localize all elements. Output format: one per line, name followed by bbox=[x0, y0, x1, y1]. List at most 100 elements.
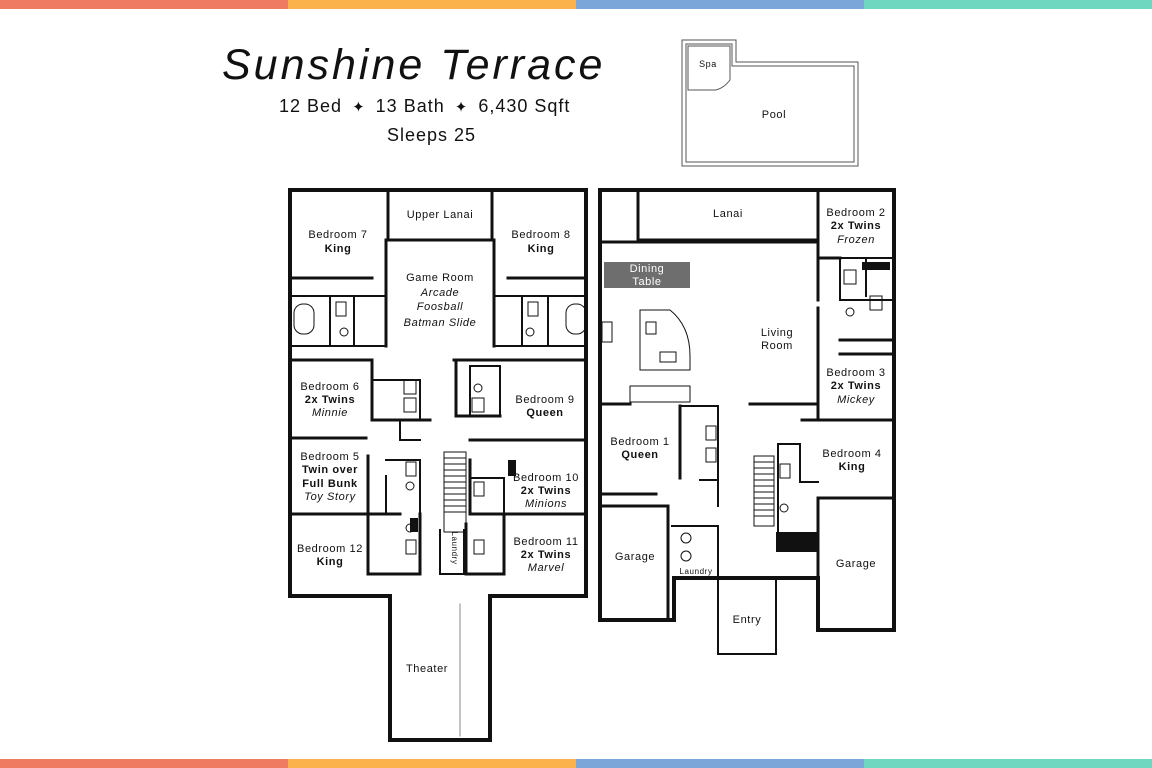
bedroom5-wall bbox=[288, 454, 402, 516]
sleeps-count: Sleeps 25 bbox=[387, 125, 477, 145]
main-floor-walls bbox=[598, 188, 896, 655]
entry-wall bbox=[717, 579, 777, 655]
bedroom6-name: Bedroom 6 bbox=[300, 381, 359, 393]
bedroom7-wall bbox=[288, 238, 388, 348]
toilet-icon bbox=[845, 307, 855, 317]
bedroom5-theme: Toy Story bbox=[304, 491, 356, 503]
cooktop-icon bbox=[659, 351, 677, 363]
bedroom6-bed: 2x Twins bbox=[305, 394, 355, 406]
sink-icon bbox=[405, 539, 417, 555]
pool-outline-outer bbox=[681, 39, 859, 167]
bathtub-icon bbox=[565, 303, 587, 335]
bedroom11-theme: Marvel bbox=[528, 562, 565, 574]
bedroom5-bed: Twin over bbox=[302, 464, 358, 476]
bedroom9-bath-wall bbox=[469, 365, 501, 417]
bedroom3-theme: Mickey bbox=[837, 394, 876, 406]
bedroom8-bed: King bbox=[528, 243, 555, 255]
bedroom10-bath-wall bbox=[469, 477, 505, 515]
upper-bath-left-wall bbox=[289, 295, 387, 347]
bedroom1-bed: Queen bbox=[621, 449, 658, 461]
bedroom9-name: Bedroom 9 bbox=[515, 394, 574, 406]
bedroom10-bed: 2x Twins bbox=[521, 485, 571, 497]
garage-right-label: Garage bbox=[836, 558, 876, 570]
bedroom2-theme: Frozen bbox=[837, 234, 875, 246]
living-room-label: Living bbox=[761, 327, 793, 339]
upper-stairs bbox=[443, 451, 467, 533]
sink-icon bbox=[843, 269, 857, 285]
band-orange bbox=[288, 0, 576, 9]
lanai-wall bbox=[598, 188, 820, 244]
stair-treads bbox=[753, 461, 775, 517]
garage-left-wall bbox=[598, 504, 670, 622]
bath-count: 13 Bath bbox=[375, 96, 445, 116]
living-room-label: Room bbox=[761, 340, 793, 352]
bedroom12-wall bbox=[366, 512, 422, 576]
property-title: Sunshine Terrace bbox=[222, 41, 606, 89]
square-footage: 6,430 Sqft bbox=[478, 96, 571, 116]
band-coral bbox=[0, 0, 288, 9]
sink-icon bbox=[403, 397, 417, 413]
dining-table-label: Dining bbox=[630, 263, 665, 275]
laundry-upper-wall bbox=[439, 529, 465, 575]
closet-block bbox=[776, 532, 818, 552]
bathtub-icon bbox=[293, 303, 315, 335]
game-room-feature: Foosball bbox=[417, 301, 463, 313]
stair-outline bbox=[753, 455, 775, 527]
upper-laundry-label: Laundry bbox=[450, 531, 459, 564]
game-room-feature: Batman Slide bbox=[404, 317, 477, 329]
upper-lanai-wall bbox=[386, 188, 494, 242]
stair-outline bbox=[443, 451, 467, 533]
main-laundry-label: Laundry bbox=[679, 567, 712, 576]
band-blue bbox=[576, 759, 864, 768]
sink-icon bbox=[473, 539, 485, 555]
toilet-icon bbox=[405, 481, 415, 491]
band-orange bbox=[288, 759, 576, 768]
bedroom8-name: Bedroom 8 bbox=[511, 229, 570, 241]
kitchen-counter bbox=[629, 385, 691, 403]
band-blue bbox=[576, 0, 864, 9]
sink-icon bbox=[779, 463, 791, 479]
sink-icon bbox=[471, 397, 485, 413]
bedroom3-wall bbox=[816, 306, 896, 422]
sink-icon bbox=[527, 301, 539, 317]
bedroom1-name: Bedroom 1 bbox=[610, 436, 669, 448]
stair-treads bbox=[443, 457, 467, 513]
closet-block bbox=[508, 460, 516, 476]
sink-icon bbox=[403, 379, 417, 395]
bedroom4-name: Bedroom 4 bbox=[822, 448, 881, 460]
lanai-label: Lanai bbox=[713, 208, 743, 220]
property-stats: 12 Bed ✦ 13 Bath ✦ 6,430 Sqft bbox=[279, 96, 570, 117]
sink-icon bbox=[705, 425, 717, 441]
spa-outline bbox=[687, 45, 731, 91]
bedroom11-bed: 2x Twins bbox=[521, 549, 571, 561]
star-separator-icon: ✦ bbox=[454, 99, 469, 116]
bedroom2-bath-wall bbox=[839, 257, 895, 301]
garage-left-label: Garage bbox=[615, 551, 655, 563]
bedroom9-wall bbox=[454, 358, 588, 442]
laundry-main-wall bbox=[671, 525, 719, 579]
kitchen-island bbox=[639, 309, 691, 371]
bedroom5-bed: Full Bunk bbox=[302, 478, 358, 490]
bedroom2-bed: 2x Twins bbox=[831, 220, 881, 232]
game-room-name: Game Room bbox=[406, 272, 474, 284]
upper-fixtures bbox=[293, 301, 587, 555]
band-teal bbox=[864, 759, 1152, 768]
closet-block bbox=[410, 518, 418, 532]
bedroom7-name: Bedroom 7 bbox=[308, 229, 367, 241]
sink-icon bbox=[405, 461, 417, 477]
sink-icon bbox=[645, 321, 657, 335]
fridge-icon bbox=[601, 321, 613, 343]
dining-table bbox=[604, 262, 690, 288]
upper-lanai-label: Upper Lanai bbox=[407, 209, 474, 221]
toilet-icon bbox=[339, 327, 349, 337]
bedroom9-bed: Queen bbox=[526, 407, 563, 419]
bedroom4-bed: King bbox=[839, 461, 866, 473]
band-coral bbox=[0, 759, 288, 768]
main-stairs bbox=[753, 455, 775, 527]
spa-label: Spa bbox=[699, 59, 717, 69]
bedroom12-name: Bedroom 12 bbox=[297, 543, 363, 555]
bottom-color-band bbox=[0, 759, 1152, 768]
bedroom5-bath-wall bbox=[385, 459, 421, 515]
bedroom4-wall bbox=[800, 418, 896, 500]
